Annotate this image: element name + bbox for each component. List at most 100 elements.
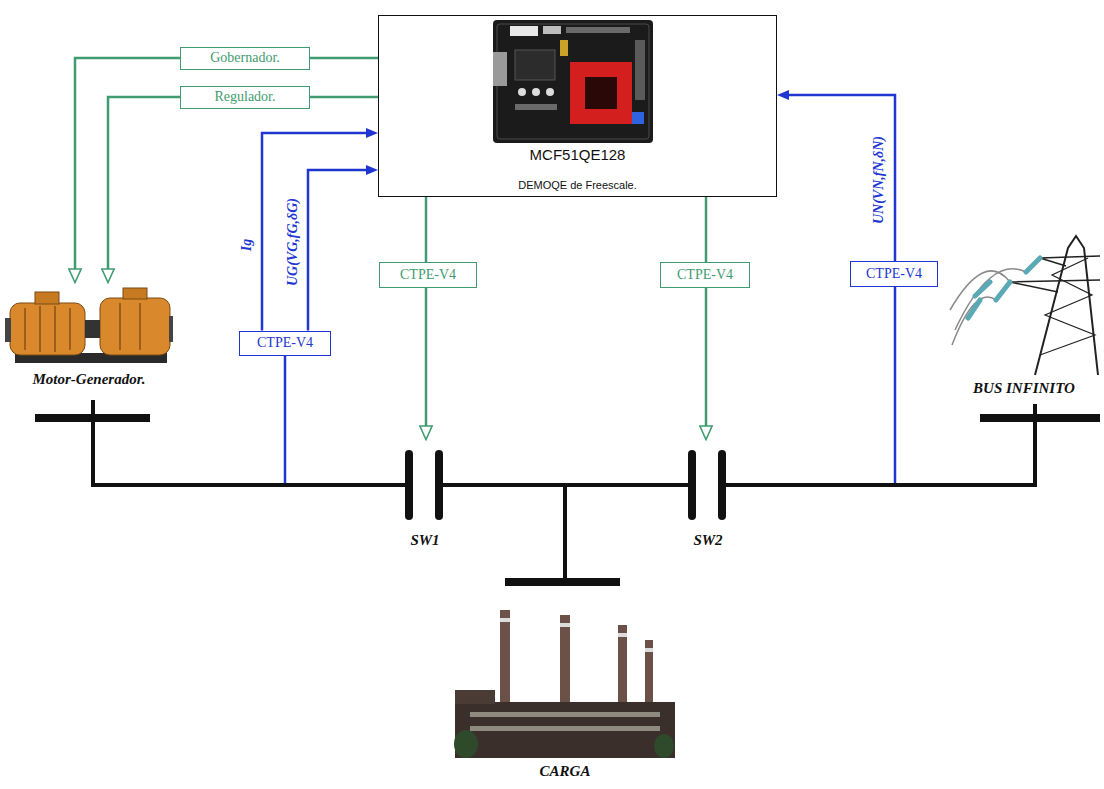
board-picture (566, 27, 630, 33)
motor-generator-picture (54, 306, 56, 352)
caption-text: Motor-Generador. (33, 371, 146, 388)
power-line (93, 400, 395, 485)
motor-generator-picture (10, 303, 85, 355)
command-box: Gobernador. (180, 47, 310, 70)
switch-node: SW1 (395, 440, 455, 556)
signal-label: Ig (239, 237, 254, 253)
factory-picture (645, 640, 653, 705)
control-line (425, 288, 428, 426)
motor-generator-picture (5, 318, 11, 342)
power-line (738, 404, 1035, 485)
factory-picture (455, 702, 675, 758)
measure-line (789, 95, 895, 261)
motor-generator-picture (123, 288, 147, 299)
motor-generator-picture (5, 288, 173, 363)
switch-symbol (678, 483, 689, 487)
caption-text: SW1 (410, 532, 439, 549)
control-line (310, 57, 378, 60)
signal-label: UG(VG,fG,δG) (285, 196, 300, 288)
factory-picture (654, 734, 674, 758)
sensor-lead (894, 280, 897, 485)
motor-generator-picture (100, 298, 170, 355)
actuator-box: CTPE-V4 (379, 262, 477, 288)
factory-picture (560, 615, 570, 702)
factory-picture (470, 712, 660, 717)
transmission-tower-picture (1040, 258, 1095, 355)
box-label: Gobernador. (210, 50, 280, 66)
factory-picture (618, 625, 627, 705)
signal-label-holder: UN(VN,fN,δN) (869, 134, 887, 226)
caption-text: MCF51QE128 (530, 146, 626, 163)
factory-picture (454, 730, 478, 758)
sensor-box: CTPE-V4 (239, 331, 331, 356)
motor-generator-picture (35, 292, 59, 304)
motor-generator-picture (39, 306, 41, 352)
board-picture (493, 20, 653, 143)
box-label: CTPE-V4 (257, 335, 313, 351)
signal-label: UN(VN,fN,δN) (871, 134, 886, 226)
box-label: CTPE-V4 (866, 266, 922, 282)
board-picture (518, 88, 526, 96)
transmission-tower-picture (950, 236, 1100, 375)
sensor-lead (284, 350, 287, 485)
signal-label-holder: UG(VG,fG,δG) (283, 196, 301, 288)
control-line (425, 197, 428, 262)
box-label: CTPE-V4 (400, 267, 456, 283)
power-line (565, 485, 678, 580)
caption-text: BUS INFINITO (973, 380, 1075, 397)
factory-picture (454, 610, 675, 758)
bus-bar (35, 414, 1100, 586)
control-line (108, 97, 180, 269)
board-picture (632, 112, 644, 124)
connector-layer (75, 58, 1035, 580)
factory-picture (618, 633, 627, 637)
power-line (455, 485, 565, 580)
board-picture (515, 50, 555, 80)
board-picture (585, 77, 617, 109)
switch-symbol (435, 450, 443, 520)
board-picture (493, 20, 653, 143)
controller-box: MCF51QE128DEMOQE de Freescale. (378, 15, 777, 197)
control-line (310, 96, 378, 99)
board-picture (497, 24, 649, 139)
factory-picture (470, 726, 660, 731)
switch-node: SW2 (678, 440, 738, 556)
caption-text: CARGA (540, 763, 591, 780)
board-picture (560, 40, 568, 56)
caption-text: SW2 (693, 532, 722, 549)
measure-line (262, 133, 366, 331)
transmission-tower-picture (955, 269, 1026, 330)
factory-picture (500, 618, 510, 622)
command-box: Regulador. (180, 86, 310, 109)
factory-picture (645, 648, 653, 652)
bus-bar (980, 414, 1100, 422)
control-line (705, 288, 708, 426)
board-picture (493, 52, 507, 86)
switch-symbol (442, 483, 455, 487)
board-picture (515, 104, 557, 110)
box-label: CTPE-V4 (677, 267, 733, 283)
factory-picture (560, 623, 570, 627)
measure-line (308, 170, 366, 331)
board-picture (570, 62, 632, 124)
switch-symbol (725, 483, 738, 487)
switch-symbol (405, 450, 413, 520)
motor-generator-picture (85, 320, 100, 338)
motor-generator-picture (139, 303, 141, 350)
motor-generator-picture (119, 303, 121, 350)
actuator-box: CTPE-V4 (660, 262, 750, 288)
sensor-lead (285, 280, 895, 485)
board-picture (510, 26, 538, 36)
motor-generator-picture (169, 316, 173, 342)
transmission-tower-picture (968, 258, 1040, 318)
factory-picture (500, 610, 510, 702)
control-line (75, 58, 180, 269)
motor-generator-picture (24, 308, 26, 350)
board-picture (635, 40, 645, 100)
board-picture (532, 88, 540, 96)
box-label: Regulador. (214, 89, 275, 105)
grid-node: BUS INFINITO (948, 232, 1100, 404)
switch-symbol (718, 450, 726, 520)
